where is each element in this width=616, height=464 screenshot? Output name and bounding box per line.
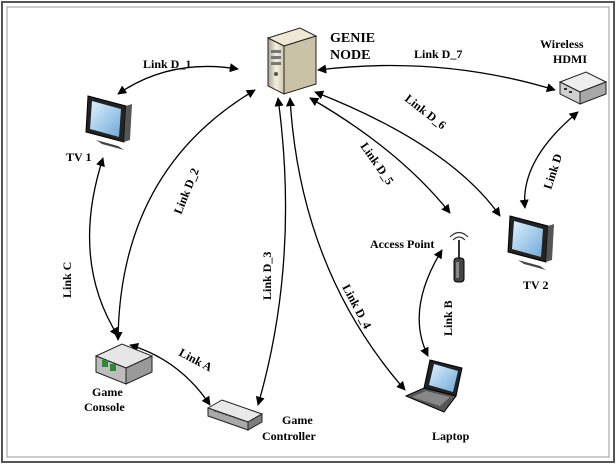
link-c-line xyxy=(88,157,119,337)
tv1-monitor-icon xyxy=(85,95,132,150)
link-a-line xyxy=(129,342,211,406)
link-d7-label: Link D_7 xyxy=(414,47,462,61)
wireless-hdmi-label-line2: HDMI xyxy=(553,52,587,66)
access-point-icon xyxy=(449,231,469,283)
link-d6-line xyxy=(314,90,501,217)
link-d4-line xyxy=(285,97,406,391)
access-point-label: Access Point xyxy=(370,237,434,251)
link-d3-line xyxy=(255,97,287,406)
tv2-label: TV 2 xyxy=(523,278,548,292)
tv1-label: TV 1 xyxy=(66,150,91,164)
link-d2-line xyxy=(113,89,256,341)
link-d-line xyxy=(519,111,579,209)
game-controller-label-line2: Controller xyxy=(262,429,316,443)
laptop-label: Laptop xyxy=(432,429,470,443)
laptop-icon xyxy=(404,359,463,413)
genie-node-label-line2: NODE xyxy=(330,48,370,63)
link-c-label: Link C xyxy=(60,262,74,298)
genie-node-label-line1: GENIE xyxy=(330,31,375,46)
link-d1-label: Link D_1 xyxy=(143,57,191,71)
link-d7-line xyxy=(317,64,556,92)
genie-node-server-icon xyxy=(266,27,318,95)
tv2-monitor-icon xyxy=(507,215,554,270)
wireless-hdmi-label-line1: Wireless xyxy=(540,37,584,51)
game-controller-icon xyxy=(206,399,264,431)
diagram-frame-inner xyxy=(6,6,610,458)
link-d1-line xyxy=(117,63,239,95)
wireless-hdmi-box-icon xyxy=(558,71,608,105)
link-d3-label: Link D_3 xyxy=(260,252,274,300)
game-console-icon xyxy=(94,343,154,385)
link-b-line xyxy=(418,249,443,357)
game-console-label-line1: Game xyxy=(92,385,123,399)
game-controller-label-line1: Game xyxy=(282,413,313,427)
game-console-label-line2: Console xyxy=(84,400,125,414)
link-b-label: Link B xyxy=(441,300,455,336)
